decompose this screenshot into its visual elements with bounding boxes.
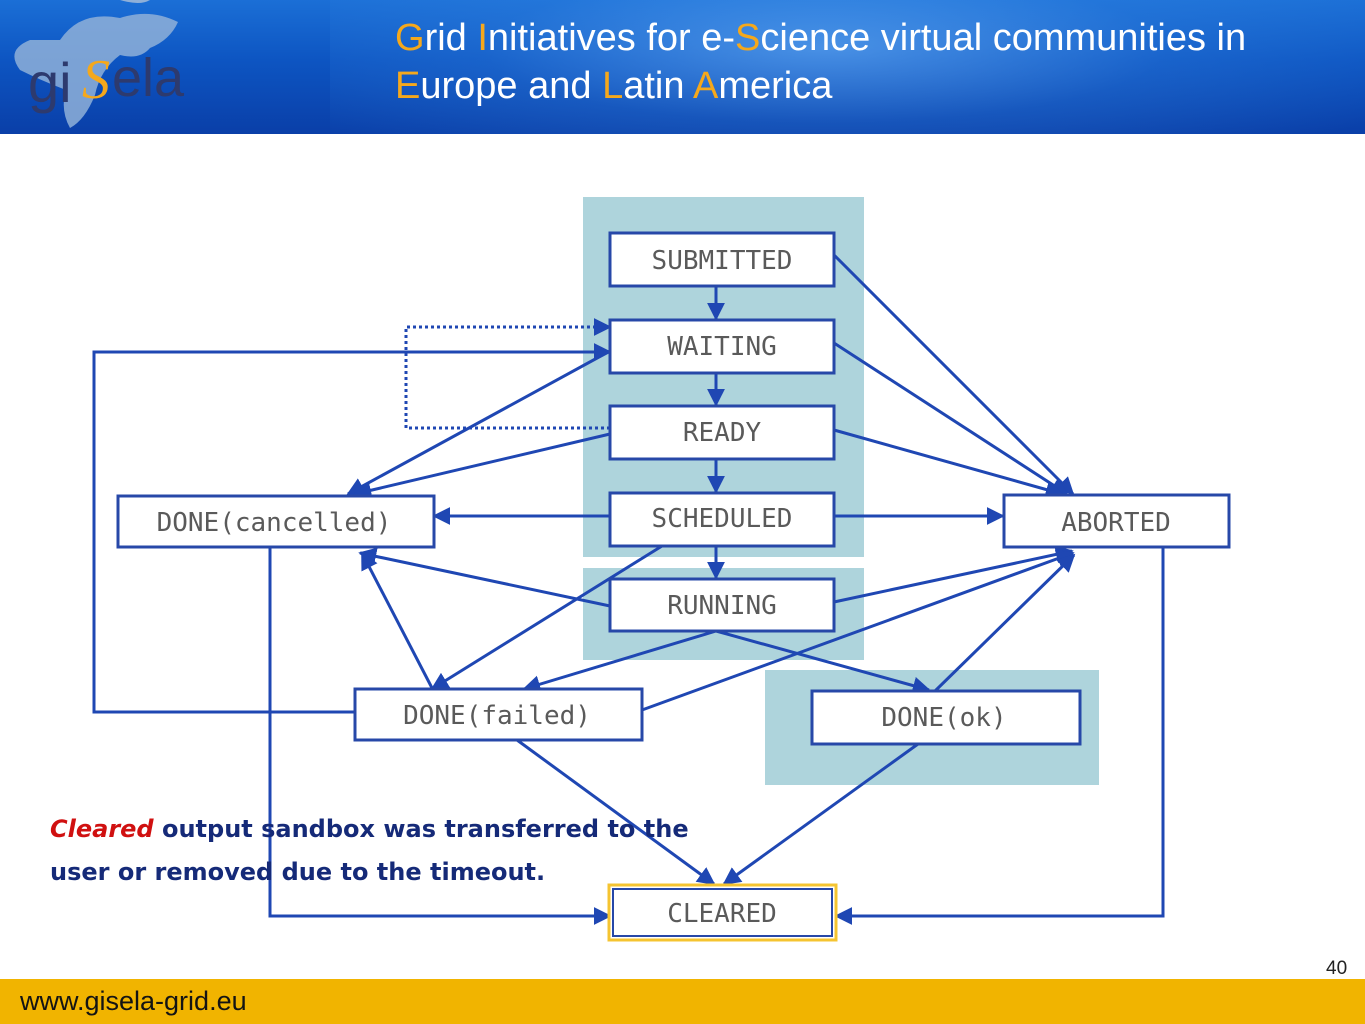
state-scheduled-label: SCHEDULED <box>652 504 793 534</box>
title-text: atin <box>623 65 693 107</box>
state-running-label: RUNNING <box>667 591 777 621</box>
arrow-waiting-aborted <box>833 341 1069 496</box>
state-aborted: ABORTED <box>1002 493 1231 549</box>
logo-text-gi: gi <box>28 51 72 114</box>
state-cleared-label: CLEARED <box>667 899 777 929</box>
arrow-cancelled-cleared <box>268 547 612 925</box>
title-initial: G <box>395 17 425 59</box>
title-text: nitiatives for e- <box>487 17 736 59</box>
arrow-ready-waiting-dotted <box>404 318 612 430</box>
arrow-running-ok <box>715 629 931 695</box>
logo-text-ela: ela <box>112 48 185 108</box>
state-submitted-label: SUBMITTED <box>652 246 793 276</box>
slide-header: gi S ela Grid Initiatives for e-Science … <box>0 0 1365 134</box>
slide-footer <box>0 979 1365 1024</box>
title-text: urope and <box>420 65 603 107</box>
arrow-ok-cleared <box>722 742 919 886</box>
caption-text: output sandbox was transferred to the us… <box>50 815 689 886</box>
title-text: merica <box>718 65 833 107</box>
state-submitted: SUBMITTED <box>608 231 836 288</box>
title-text: cience virtual communities in <box>760 17 1247 59</box>
title-initial: L <box>602 65 624 107</box>
arrow-failed-cancelled <box>360 551 434 689</box>
title-initial: E <box>395 65 421 107</box>
cleared-caption: Cleared output sandbox was transferred t… <box>50 808 710 894</box>
state-done-failed-label: DONE(failed) <box>403 701 591 731</box>
footer-url[interactable]: www.gisela-grid.eu <box>20 986 247 1016</box>
state-scheduled: SCHEDULED <box>608 491 836 548</box>
arrow-ready-cancelled <box>353 432 611 500</box>
state-ready-label: READY <box>683 418 762 448</box>
arrow-waiting-cancelled <box>346 349 611 496</box>
arrow-submitted-aborted <box>832 253 1075 496</box>
state-cleared: CLEARED <box>607 883 838 942</box>
gisela-logo: gi S ela <box>0 0 220 134</box>
title-initial: I <box>477 17 488 59</box>
transition-arrows <box>92 253 1165 925</box>
slide-title: Grid Initiatives for e-Science virtual c… <box>395 14 1355 110</box>
state-done-cancelled-label: DONE(cancelled) <box>157 508 392 538</box>
arrow-failed-aborted <box>641 550 1075 712</box>
state-running: RUNNING <box>608 577 836 633</box>
arrow-ready-aborted <box>833 428 1064 499</box>
state-done-cancelled: DONE(cancelled) <box>116 494 436 549</box>
arrow-failed-waiting <box>92 343 612 714</box>
arrow-failed-cleared <box>516 738 716 886</box>
caption-term: Cleared <box>50 815 154 843</box>
state-done-failed: DONE(failed) <box>353 687 644 742</box>
arrow-scheduled-failed <box>430 544 663 691</box>
state-aborted-label: ABORTED <box>1061 508 1171 538</box>
state-done-ok-label: DONE(ok) <box>881 703 1006 733</box>
arrow-aborted-cleared <box>834 547 1165 925</box>
page-number: 40 <box>1326 958 1348 979</box>
header-glow <box>330 0 1365 134</box>
title-initial: S <box>735 17 761 59</box>
state-ready: READY <box>608 404 836 461</box>
state-done-ok: DONE(ok) <box>810 689 1082 746</box>
arrow-running-aborted <box>833 545 1074 604</box>
title-text: rid <box>424 17 478 59</box>
arrow-running-cancelled <box>358 547 611 608</box>
arrow-ok-aborted <box>932 553 1076 694</box>
state-waiting: WAITING <box>608 318 836 375</box>
state-waiting-label: WAITING <box>667 332 777 362</box>
arrow-running-failed <box>522 629 717 693</box>
title-initial: A <box>692 65 719 107</box>
logo-text-s: S <box>82 49 110 111</box>
